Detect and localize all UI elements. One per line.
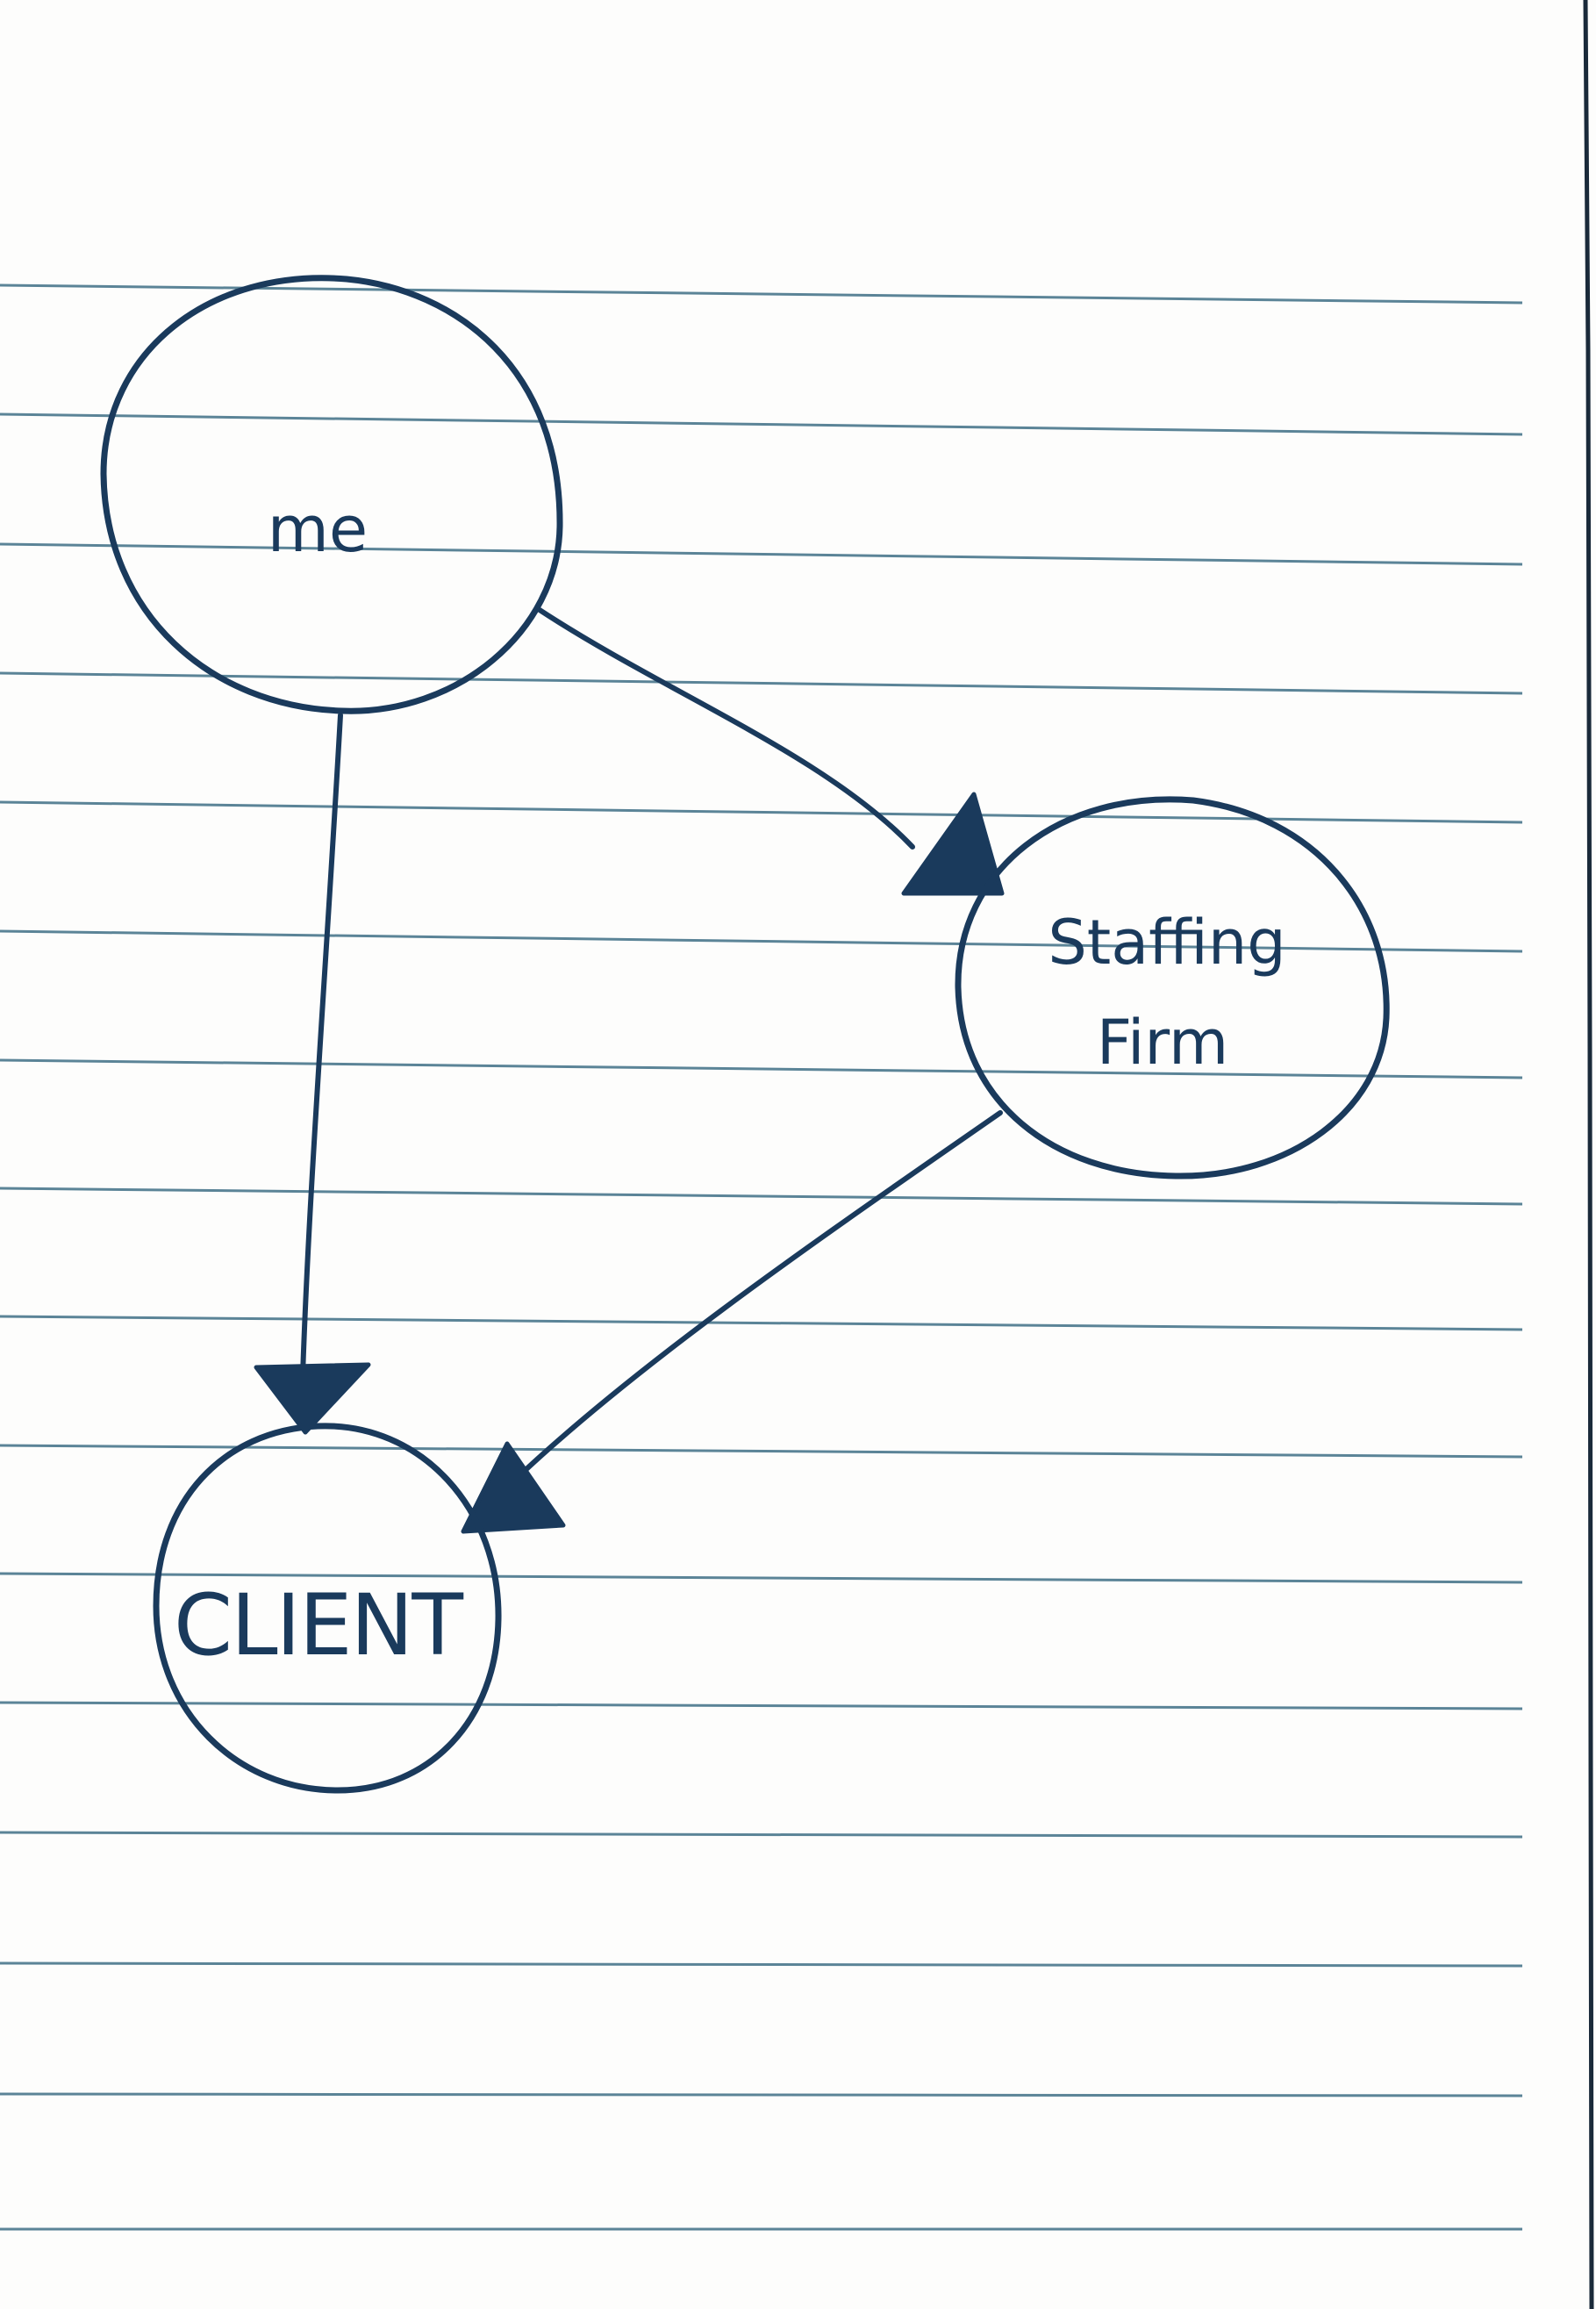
page-edge-line bbox=[1583, 0, 1594, 2309]
ruled-line bbox=[0, 1315, 1523, 1331]
ruled-line bbox=[0, 542, 1523, 566]
edges bbox=[299, 607, 1003, 1484]
ruled-line bbox=[0, 2092, 1523, 2097]
ruled-line bbox=[0, 929, 1523, 953]
ruled-lines bbox=[0, 283, 1523, 2231]
ruled-line bbox=[0, 1701, 1523, 1710]
edge-staffing-firm-to-client bbox=[511, 1110, 1003, 1484]
ruled-line bbox=[0, 1572, 1523, 1584]
ruled-line bbox=[0, 412, 1523, 436]
arrowheads bbox=[254, 792, 1005, 1534]
edge-me-to-client bbox=[299, 713, 343, 1407]
ruled-line bbox=[0, 1831, 1523, 1839]
node-me-label: me bbox=[268, 492, 368, 566]
node-staffing-firm: Staffing Firm bbox=[955, 796, 1390, 1180]
edge-me-to-staffing-firm bbox=[537, 607, 915, 850]
node-me: me bbox=[100, 275, 563, 714]
node-staffing-firm-label-line2: Firm bbox=[1097, 1007, 1228, 1079]
node-client-label: CLIENT bbox=[174, 1576, 463, 1674]
ruled-line bbox=[0, 1058, 1523, 1079]
ruled-line bbox=[0, 671, 1523, 695]
node-me-circle bbox=[100, 275, 563, 714]
arrowhead-icon bbox=[901, 792, 1005, 896]
node-staffing-firm-label-line1: Staffing bbox=[1048, 907, 1285, 979]
ruled-line bbox=[0, 800, 1523, 824]
ruled-line bbox=[0, 1961, 1523, 1968]
arrowhead-icon bbox=[461, 1441, 566, 1534]
node-client-circle bbox=[153, 1423, 502, 1794]
arrowhead-icon bbox=[254, 1362, 371, 1435]
node-client: CLIENT bbox=[153, 1423, 502, 1794]
nodes: me Staffing Firm CLIENT bbox=[100, 275, 1390, 1794]
ruled-line bbox=[0, 1187, 1523, 1206]
ruled-line bbox=[0, 1444, 1523, 1459]
node-staffing-firm-circle bbox=[955, 796, 1390, 1180]
